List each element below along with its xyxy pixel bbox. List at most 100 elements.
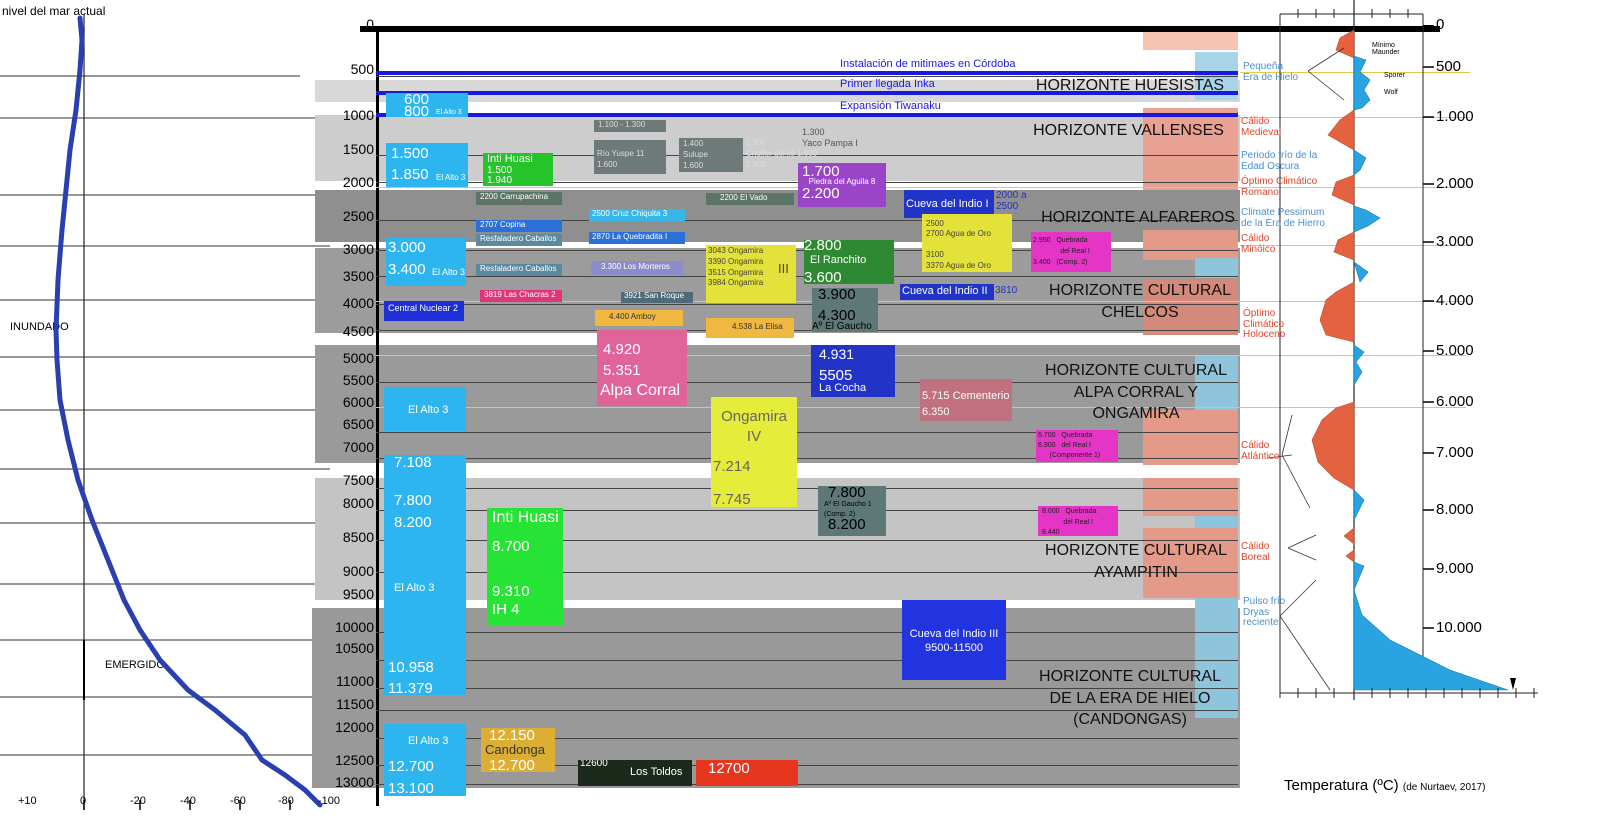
temp-col bbox=[1195, 598, 1238, 718]
site-el-alto-3: 1.500 1.850 El Alto 3 bbox=[386, 143, 468, 187]
climate-label-cold: Climate Pessimum de la Era de Hierro bbox=[1241, 207, 1325, 229]
temp-age-tick: 1.000 bbox=[1436, 108, 1474, 125]
site-inti-huasi-ih4: Inti Huasi 8.700 9.310 IH 4 bbox=[487, 508, 563, 626]
age-tick: 11500 bbox=[336, 696, 374, 712]
temp-age-tick: 4.000 bbox=[1436, 292, 1474, 309]
site-el-alto-3: El Alto 3 12.700 13.100 bbox=[384, 724, 466, 796]
horizon-era-de-hielo: HORIZONTE CULTURAL DE LA ERA DE HIELO (C… bbox=[1039, 668, 1221, 729]
temp-col bbox=[1143, 160, 1238, 190]
site-quebrada-del-real-8000: 8.000 Quebrada del Real I 8.440 bbox=[1038, 506, 1118, 536]
sea-level-title: nivel del mar actual bbox=[2, 4, 106, 18]
site-quebrada-del-real-comp-2: 2.950 Quebrada del Real I 3.400 (Comp. 2… bbox=[1031, 232, 1111, 272]
site-cruz-chiquita-3: 2500 Cruz Chiquita 3 bbox=[589, 209, 685, 221]
climate-label-cold: Periodo frío de la Edad Oscura bbox=[1241, 150, 1318, 172]
event-label: Instalación de mitimaes en Córdoba bbox=[840, 58, 1016, 70]
age-tick: 0 bbox=[366, 16, 374, 32]
temp-age-tick: 10.000 bbox=[1436, 619, 1482, 636]
age-tick: 5500 bbox=[342, 372, 374, 388]
minimum-sporer: Sporer bbox=[1384, 72, 1406, 79]
horizon-vallenses: HORIZONTE VALLENSES bbox=[1033, 122, 1224, 139]
temp-age-tick: 5.000 bbox=[1436, 342, 1474, 359]
cueva-del-indio-ii-date: 3810 bbox=[995, 285, 1018, 296]
age-tick: 1500 bbox=[342, 141, 374, 157]
site-copina: 2707 Copina bbox=[476, 220, 562, 232]
depth-tick: 0 bbox=[80, 795, 87, 807]
grid-line bbox=[376, 784, 1238, 785]
site-ao-el-gaucho-1: 7.800 Aº El Gaucho 1 (Comp. 2) 8.200 bbox=[818, 486, 886, 536]
temp-age-tick: 8.000 bbox=[1436, 501, 1474, 518]
climate-label-cold: Pulso frío Dryas reciente bbox=[1243, 596, 1286, 628]
temp-age-tick: 2.000 bbox=[1436, 175, 1474, 192]
age-tick: 3000 bbox=[342, 241, 374, 257]
depth-ticks bbox=[83, 800, 291, 810]
left-age-lines bbox=[0, 75, 330, 756]
sea-level-line bbox=[53, 15, 323, 808]
temp-age-tick: 3.000 bbox=[1436, 233, 1474, 250]
cueva-del-indio-i-range: 2000 a 2500 bbox=[996, 190, 1027, 212]
warm-anomaly-fill bbox=[1311, 29, 1355, 563]
age-tick: 3500 bbox=[342, 268, 374, 284]
age-tick: 4000 bbox=[342, 295, 374, 311]
climate-label-warm: Óptimo Climático Holoceno bbox=[1243, 308, 1286, 340]
age-tick: 10000 bbox=[335, 619, 374, 635]
site-ao-el-gaucho: 3.900 4.300 Aº El Gaucho bbox=[812, 288, 878, 332]
age-tick: 9000 bbox=[342, 563, 374, 579]
grid-line bbox=[376, 432, 1238, 433]
depth-tick: -20 bbox=[130, 795, 146, 807]
age-axis-line bbox=[376, 26, 379, 806]
site-el-alto-3: 7.108 7.800 8.200 El Alto 3 10.958 11.37… bbox=[384, 455, 466, 695]
site-los-morteros: 3.300 Los Morteros bbox=[591, 261, 683, 275]
horizon-chelcos: HORIZONTE CULTURAL CHELCOS bbox=[1049, 282, 1231, 321]
site-la-cocha: 4.931 5505 La Cocha bbox=[811, 345, 895, 397]
grid-line bbox=[376, 330, 1238, 331]
depth-tick: +10 bbox=[18, 795, 37, 807]
site-el-alto-3: 3.000 3.400 El Alto 3 bbox=[386, 238, 466, 286]
temp-age-tick: 9.000 bbox=[1436, 560, 1474, 577]
event-label: Primer llegada Inka bbox=[840, 78, 935, 90]
age-tick: 9500 bbox=[342, 586, 374, 602]
site-el-alto-3: El Alto 3 bbox=[384, 387, 466, 431]
site-chofler-del-lie: 1.300 Chofler del lie 1.600 1.800 bbox=[746, 138, 818, 170]
temp-col bbox=[1143, 28, 1238, 50]
site-ongamira-iv: Ongamira IV 7.214 7.745 bbox=[711, 397, 797, 507]
age-tick: 8500 bbox=[342, 529, 374, 545]
temp-age-tick: 6.000 bbox=[1436, 393, 1474, 410]
site-el-ranchito: 2.800 El Ranchito 3.600 bbox=[804, 240, 894, 284]
temp-age-tick: 500 bbox=[1436, 58, 1462, 75]
site-12700: 12700 bbox=[696, 760, 798, 786]
climate-line bbox=[1240, 117, 1470, 118]
grid-line bbox=[376, 76, 1238, 77]
depth-tick: -100 bbox=[318, 795, 341, 807]
site-piedra-del-aguila-8: 1.700 Piedra del Aguila 8 2.200 bbox=[798, 163, 886, 207]
climate-label-warm: Cálido Boreal bbox=[1241, 541, 1270, 563]
grid-line bbox=[376, 765, 1238, 766]
site-resfaladero-caballos: Resfaladero Caballos bbox=[476, 264, 562, 276]
site-las-chacras-2: 3819 Las Chacras 2 bbox=[480, 290, 562, 302]
site-range-1100: 1.100 - 1.300 bbox=[594, 120, 666, 132]
temperature-axis-title: Temperatura (ºC) (de Nurtaev, 2017) bbox=[1284, 777, 1486, 794]
grid-line bbox=[376, 488, 1238, 489]
climate-line bbox=[1240, 245, 1470, 246]
event-label: Expansión Tiwanaku bbox=[840, 100, 941, 112]
site-la-elisa: 4.538 La Elisa bbox=[706, 318, 794, 338]
depth-tick: -80 bbox=[278, 795, 294, 807]
site-yaco-pampa-i: 1.300 Yaco Pampa I bbox=[802, 127, 858, 149]
horizon-alpa-corral-ongamira: HORIZONTE CULTURAL ALPA CORRAL Y ONGAMIR… bbox=[1045, 362, 1227, 423]
temp-col bbox=[1195, 258, 1238, 278]
climate-label-cold: Pequeña Era de Hielo bbox=[1243, 61, 1299, 83]
site-candonga: 12.150 Candonga 12.700 bbox=[481, 728, 555, 772]
site-cementerio: 5.715 Cementerio 6.350 bbox=[920, 379, 1012, 421]
temp-age-tick: 0 bbox=[1436, 16, 1445, 33]
site-ongamira-iii: 3043 Ongamira 3390 Ongamira 3515 Ongamir… bbox=[706, 245, 796, 303]
inundado-label: INUNDADO bbox=[10, 321, 69, 333]
age-tick: 4500 bbox=[342, 323, 374, 339]
site-sulupe: 1.400 Sulupe 1.600 bbox=[679, 138, 743, 172]
temp-col bbox=[1143, 528, 1238, 598]
site-el-vado: 2200 El Vado bbox=[706, 193, 794, 205]
depth-tick: -40 bbox=[180, 795, 196, 807]
grid-line bbox=[376, 572, 1238, 573]
climate-label-warm: Cálido Minóico bbox=[1241, 233, 1276, 255]
age-zero-line bbox=[360, 26, 1440, 32]
age-tick: 1000 bbox=[342, 107, 374, 123]
